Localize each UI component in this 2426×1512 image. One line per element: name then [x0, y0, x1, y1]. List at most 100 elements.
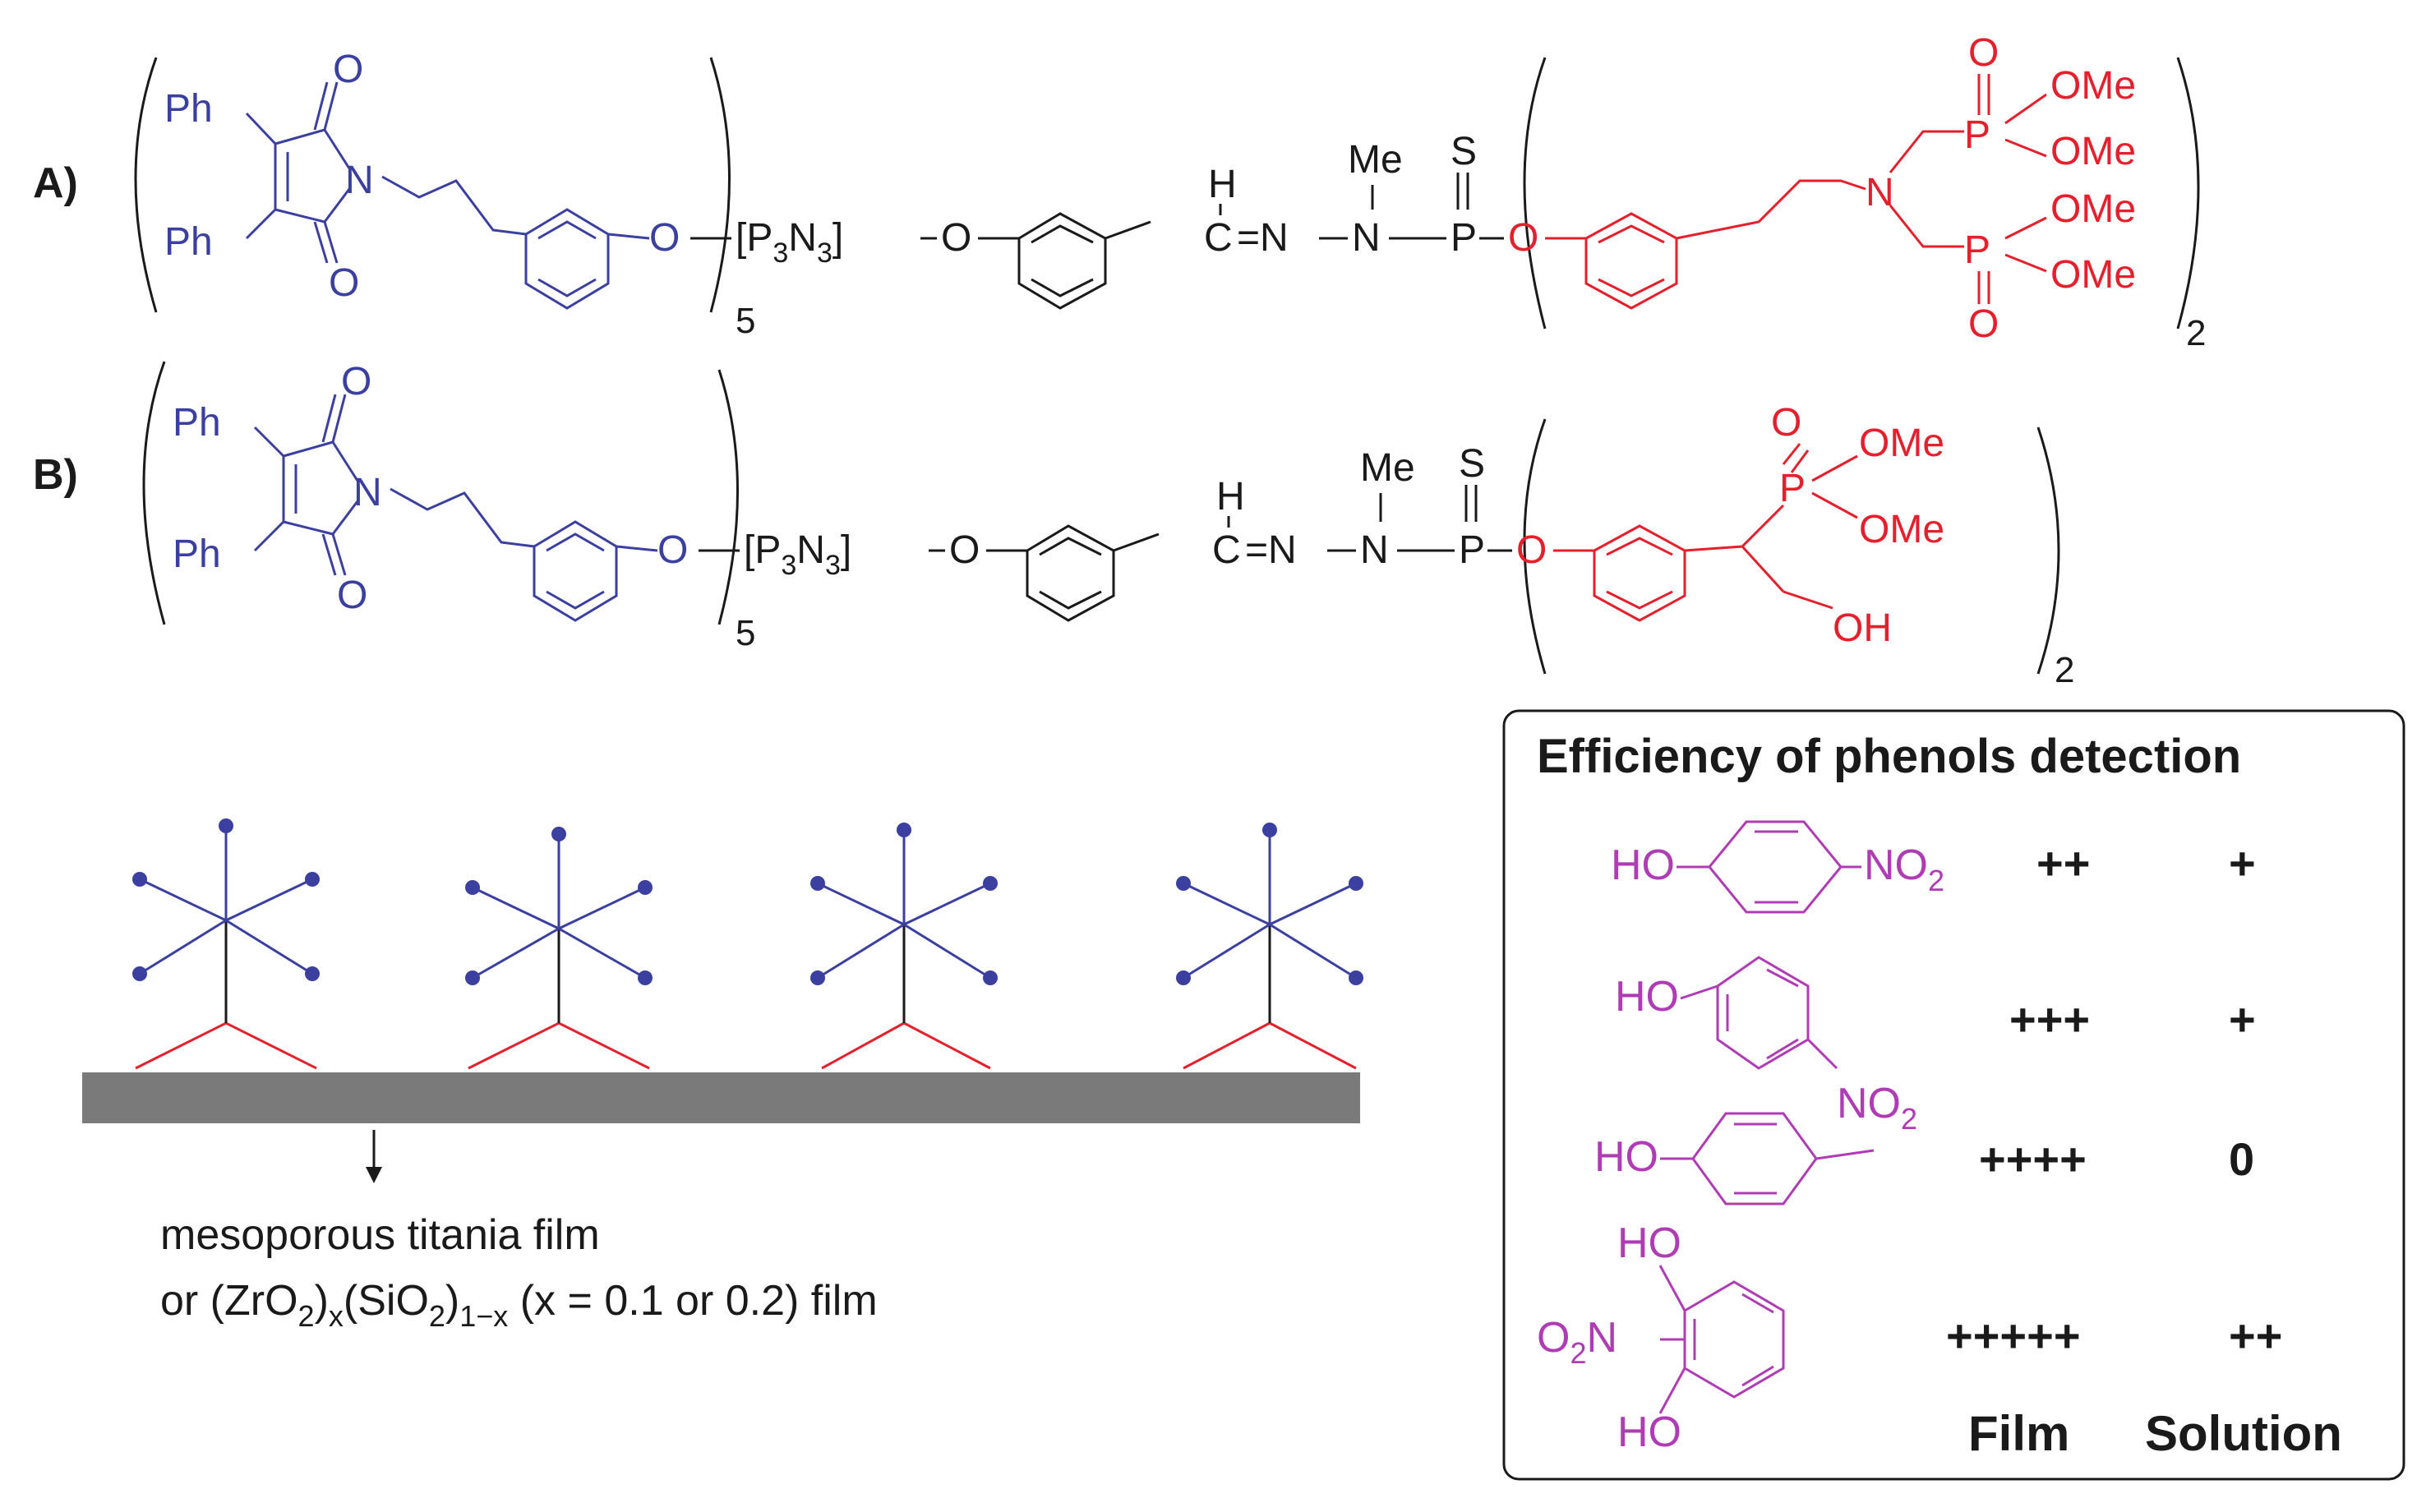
o-pbot-a: O [1968, 302, 1999, 346]
paren-open-a2 [1523, 57, 1547, 330]
row2-group: NO2 [1837, 1080, 1917, 1136]
film-l2-b: ) [315, 1277, 329, 1325]
row4-ho-bot: HO [1617, 1408, 1681, 1456]
row2-group-no: NO [1837, 1080, 1901, 1127]
row4-group-n: N [1586, 1314, 1617, 1362]
n-a: N [1352, 216, 1381, 260]
h-b: H [1216, 475, 1245, 519]
row2-ho: HO [1615, 973, 1679, 1021]
paren-close-a [709, 57, 731, 313]
row4-group: O2N [1537, 1314, 1617, 1370]
row1-solution: + [2229, 837, 2256, 889]
core-3a-b: 3 [781, 550, 796, 581]
row4-group-sub: 2 [1570, 1336, 1586, 1370]
row2-film: +++ [2009, 993, 2090, 1045]
c-b: C [1212, 528, 1241, 572]
sub2-b: 2 [2055, 650, 2074, 690]
c-a: C [1204, 216, 1233, 260]
ph1-label: Ph [164, 87, 213, 131]
paren-close-b [717, 369, 739, 625]
grafted-molecule-3 [810, 823, 998, 1070]
o-link-b: O [657, 528, 688, 572]
ome1-b: OMe [1859, 422, 1944, 465]
col-header-film: Film [1968, 1406, 2069, 1461]
core-close-b: ] [841, 528, 851, 572]
o-anchor-a: O [1508, 216, 1538, 260]
row3-solution: 0 [2229, 1133, 2254, 1185]
n-imide-b: N [353, 471, 382, 514]
paren-open-b2 [1523, 418, 1547, 675]
core-close: ] [832, 216, 843, 260]
film-line1: mesoporous titania film [160, 1211, 600, 1259]
eqn-a: =N [1237, 216, 1289, 260]
h-a: H [1208, 163, 1237, 206]
n-amine-a: N [1866, 171, 1894, 214]
o-bot-b: O [337, 574, 367, 617]
substrate-bar [82, 1072, 1360, 1123]
p-b: P [1459, 528, 1485, 572]
o-bot-label: O [329, 261, 359, 305]
o-ptop-a: O [1968, 31, 1999, 75]
row1-group: NO2 [1864, 841, 1944, 897]
eqn-b: =N [1245, 528, 1297, 572]
phenol-row-2: HO NO2 +++ + [1615, 956, 2256, 1136]
s-a: S [1451, 130, 1477, 173]
phenol-row-1: HO NO2 ++ + [1611, 820, 2256, 914]
film-l2-c: (SiO [344, 1277, 429, 1325]
me-b: Me [1360, 446, 1415, 490]
row4-ho-top: HO [1617, 1219, 1681, 1267]
film-schematic: mesoporous titania film or (ZrO2)x(SiO2)… [82, 818, 1363, 1333]
core-3b: 3 [817, 237, 832, 269]
core-3a: 3 [773, 237, 788, 269]
o-anchor-b: O [1516, 528, 1547, 572]
me-a: Me [1348, 138, 1403, 182]
row3-film: ++++ [1979, 1133, 2087, 1185]
film-line2: or (ZrO2)x(SiO2)1−x (x = 0.1 or 0.2) fil… [160, 1277, 878, 1333]
paren-close-b2 [2036, 426, 2060, 675]
p-bot-a: P [1964, 228, 1990, 272]
panel-border [1502, 709, 2405, 1481]
row1-film: ++ [2036, 837, 2090, 889]
core-b: [P3N3] [744, 528, 851, 581]
row1-group-sub: 2 [1928, 864, 1944, 897]
film-l2-d: ) [445, 1277, 459, 1325]
row1-group-no: NO [1864, 841, 1928, 889]
row2-group-sub: 2 [1901, 1102, 1917, 1136]
film-l2-x1: x [329, 1299, 344, 1333]
row4-film: +++++ [1946, 1310, 2081, 1362]
grafted-molecule-1 [132, 818, 320, 1070]
o-top-b: O [341, 360, 371, 403]
ph2-label: Ph [164, 220, 213, 264]
o-core-a: O [941, 216, 971, 260]
structure-b: B) Ph Ph O O N O 5 [P3 [33, 360, 2074, 690]
sub2-a: 2 [2186, 313, 2206, 353]
row4-group-o: O [1537, 1314, 1570, 1362]
ph2-b: Ph [173, 532, 221, 576]
maleimide-a: Ph Ph O O N O [164, 48, 680, 310]
phenol-row-4: HO HO O2N +++++ ++ [1537, 1219, 2282, 1456]
row1-ho: HO [1611, 841, 1675, 889]
phenol-row-3: HO ++++ 0 [1594, 1112, 2254, 1205]
ome4-a: OMe [2050, 253, 2136, 297]
row4-solution: ++ [2229, 1310, 2282, 1362]
paren-open-a [134, 57, 158, 313]
film-l2-e: (x = 0.1 or 0.2) film [508, 1277, 877, 1325]
grafted-molecule-4 [1176, 823, 1363, 1070]
core-n-b: N [796, 528, 825, 572]
core-3b-b: 3 [825, 550, 841, 581]
core-a: [P3N3] [736, 216, 843, 269]
ome1-a: OMe [2050, 64, 2136, 108]
s-b: S [1459, 442, 1485, 486]
sub5-a: 5 [736, 301, 755, 341]
film-l2-s1: 2 [298, 1299, 315, 1333]
p-phos-b: P [1779, 467, 1806, 510]
oh-b: OH [1833, 606, 1892, 650]
structure-a-label: A) [33, 159, 78, 207]
efficiency-panel: Efficiency of phenols detection HO NO2 +… [1502, 709, 2405, 1481]
ome3-a: OMe [2050, 187, 2136, 231]
paren-open-b [142, 361, 166, 625]
core-n: N [788, 216, 817, 260]
o-link-label: O [649, 216, 680, 260]
film-l2-a: or (ZrO [160, 1277, 298, 1325]
